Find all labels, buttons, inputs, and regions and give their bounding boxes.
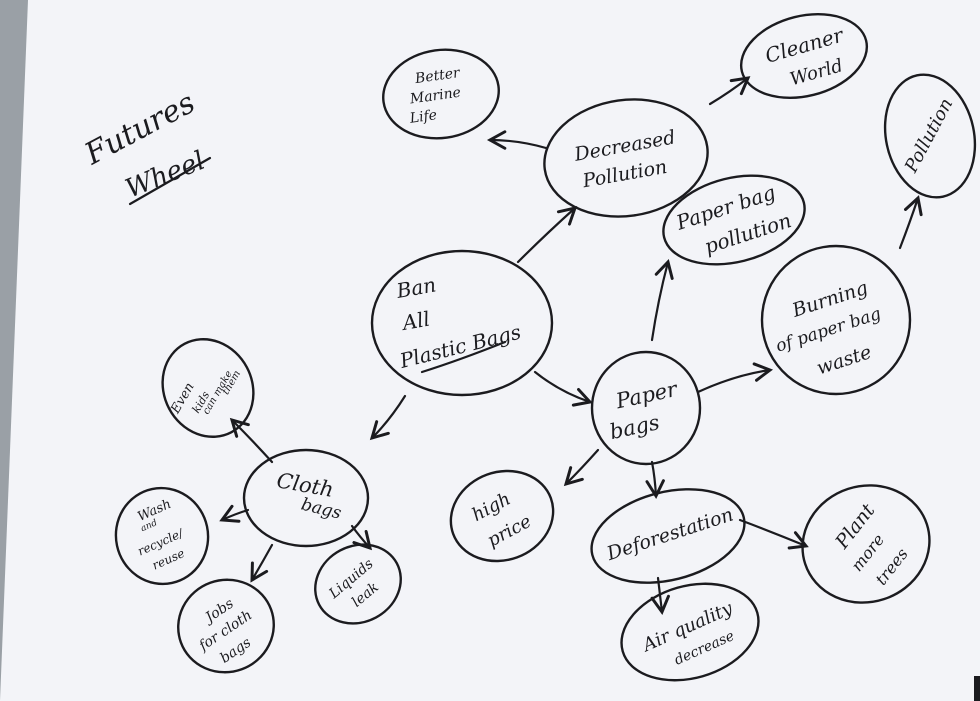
edges xyxy=(219,76,923,616)
edge-center-to-paper-bags xyxy=(533,370,593,407)
node-outline xyxy=(161,338,255,438)
edge-paper-bags-to-burning xyxy=(696,362,774,394)
node-outline xyxy=(662,174,806,266)
edge-burning-to-pollution xyxy=(898,195,923,250)
node-better-marine-life: Better Marine Life xyxy=(382,48,500,140)
edge-center-to-cloth-bags xyxy=(369,394,407,441)
node-outline xyxy=(382,48,500,140)
edge-cloth-bags-to-jobs xyxy=(250,543,274,583)
node-outline xyxy=(370,249,554,397)
node-outline xyxy=(739,13,869,99)
node-outline xyxy=(114,486,210,586)
node-outline xyxy=(449,469,555,563)
node-label: Life xyxy=(408,107,438,127)
edge-center-to-decreased-pollution xyxy=(516,205,578,264)
node-outline xyxy=(314,543,402,625)
node-outline xyxy=(590,488,746,584)
node-label: Better xyxy=(413,65,462,87)
node-outline xyxy=(242,448,370,548)
edge-paper-bags-to-paper-bag-pollution xyxy=(650,259,674,342)
edge-deforestation-to-plant-trees xyxy=(738,518,809,550)
node-outline xyxy=(801,484,931,604)
node-outline xyxy=(760,244,912,396)
edge-paper-bags-to-high-price xyxy=(563,448,600,487)
node-outline xyxy=(620,582,760,682)
node-outline xyxy=(177,578,275,674)
edge-decreased-pollution-to-marine-life xyxy=(486,130,548,150)
node-label: All xyxy=(399,307,432,336)
node-label: Marine xyxy=(408,85,462,108)
node-outline xyxy=(883,73,977,199)
node-outline xyxy=(543,98,709,218)
node-outline xyxy=(590,350,702,466)
